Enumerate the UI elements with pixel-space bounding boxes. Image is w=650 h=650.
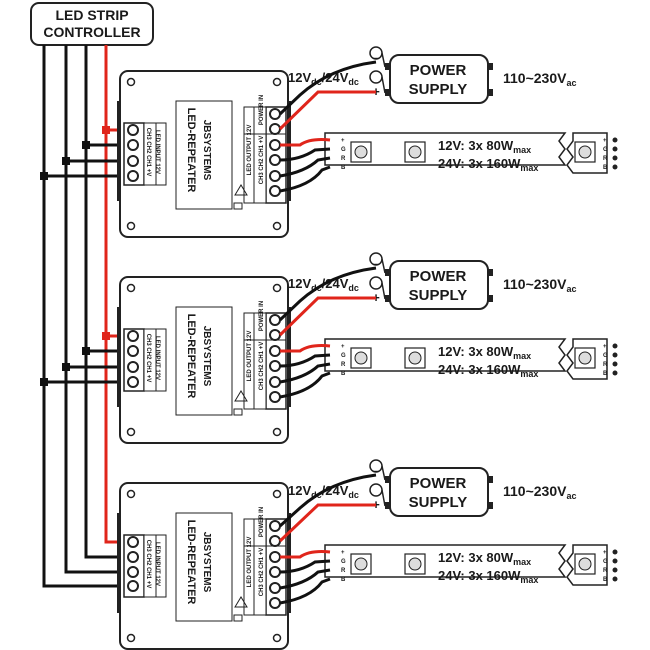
strip-wires-1 <box>279 138 331 193</box>
repeater-2-output-header: LED OUTPUT 12V <box>247 331 253 382</box>
led-strip-2-pin-b: B <box>341 371 346 377</box>
led-strip-2-pin-r: R <box>341 362 346 368</box>
led-strip-1-pin-r: R <box>341 156 346 162</box>
repeater-3-input-pins: CH3 CH2 CH1 +V <box>145 540 151 589</box>
led-strip-3-rating-24v: 24V: 3x 160Wmax <box>438 568 538 585</box>
led-strip-3-end-pin-r: R <box>603 568 608 574</box>
power-supply-1-plus: + <box>372 84 380 99</box>
repeater-1-input-terminals <box>127 124 139 182</box>
led-strip-3: 12V: 3x 80Wmax 24V: 3x 160Wmax + G R B +… <box>324 544 619 586</box>
repeater-2-power-label: POWER IN <box>259 301 265 331</box>
power-supply-1-minus: − <box>373 53 379 65</box>
power-supply-2-line2: SUPPLY <box>409 287 468 304</box>
repeater-2-output-terminals <box>269 314 281 403</box>
led-strip-2-rating-24v: 24V: 3x 160Wmax <box>438 362 538 379</box>
repeater-3-output-header: LED OUTPUT 12V <box>247 537 253 588</box>
power-supply-2: POWER SUPPLY − + 12Vdc/24Vdc 110~230Vac <box>288 252 576 310</box>
strip-wires-2 <box>279 344 331 399</box>
controller-label-line2: CONTROLLER <box>43 24 140 40</box>
power-supply-3-line2: SUPPLY <box>409 494 468 511</box>
strip-wires-3 <box>279 550 331 605</box>
repeater-3-input-header: LED INPUT 12V <box>154 542 160 586</box>
power-supply-1-line1: POWER <box>410 62 467 79</box>
repeater-3-output-pins: CH3 CH2 CH1 +V <box>259 548 265 597</box>
led-strip-2-end-pin-r: R <box>603 362 608 368</box>
repeater-3-brand: JBSYSTEMS <box>201 532 212 593</box>
led-strip-1-rating-12v: 12V: 3x 80Wmax <box>438 138 531 155</box>
led-strip-3-pin-b: B <box>341 577 346 583</box>
repeater-2-brand: JBSYSTEMS <box>201 326 212 387</box>
repeater-3-output-terminals <box>269 520 281 609</box>
led-strip-1-end-pin-g: G <box>603 147 608 153</box>
led-strip-2: 12V: 3x 80Wmax 24V: 3x 160Wmax + G R B +… <box>324 338 619 380</box>
repeater-unit-1: LED-REPEATER JBSYSTEMS LED INPUT 12V CH3… <box>116 70 292 238</box>
controller-label-line1: LED STRIP <box>55 7 128 23</box>
led-strip-1-end-pin-plus: + <box>603 138 607 144</box>
power-supply-3: POWER SUPPLY − + 12Vdc/24Vdc 110~230Vac <box>288 459 576 517</box>
repeater-1-name: LED-REPEATER <box>185 108 197 193</box>
led-strip-1-rating-24v: 24V: 3x 160Wmax <box>438 156 538 173</box>
led-strip-3-end-pin-g: G <box>603 559 608 565</box>
led-strip-2-end-pin-b: B <box>603 371 608 377</box>
repeater-2-name: LED-REPEATER <box>185 314 197 399</box>
repeater-3-input-terminals <box>127 536 139 592</box>
led-strip-1: 12V: 3x 80Wmax 24V: 3x 160Wmax + G R B +… <box>324 132 619 174</box>
psu-wires-3 <box>278 473 377 543</box>
repeater-3-power-label: POWER IN <box>259 507 265 537</box>
led-strip-1-pin-g: G <box>341 147 346 153</box>
led-strip-2-end-pin-g: G <box>603 353 608 359</box>
led-strip-2-rating-12v: 12V: 3x 80Wmax <box>438 344 531 361</box>
power-supply-2-minus: − <box>373 259 379 271</box>
psu-wires-1 <box>278 60 377 131</box>
led-strip-2-end-pin-plus: + <box>603 344 607 350</box>
repeater-2-input-header: LED INPUT 12V <box>154 336 160 380</box>
led-strip-controller: LED STRIP CONTROLLER <box>30 2 154 46</box>
power-supply-1-line2: SUPPLY <box>409 81 468 98</box>
ac-voltage-label-3: 110~230Vac <box>503 483 576 501</box>
repeater-1-brand: JBSYSTEMS <box>201 120 212 181</box>
led-strip-1-pin-plus: + <box>341 138 345 144</box>
power-supply-2-plus: + <box>372 290 380 305</box>
repeater-unit-2: LED-REPEATER JBSYSTEMS LED INPUT 12V CH3… <box>116 276 292 444</box>
repeater-unit-3: LED-REPEATER JBSYSTEMS LED INPUT 12V CH3… <box>116 482 292 650</box>
led-strip-3-rating-12v: 12V: 3x 80Wmax <box>438 550 531 567</box>
power-supply-3-minus: − <box>373 466 379 478</box>
repeater-1-output-pins: CH3 CH2 CH1 +V <box>259 136 265 185</box>
led-strip-2-pin-plus: + <box>341 344 345 350</box>
power-supply-3-line1: POWER <box>410 475 467 492</box>
repeater-1-power-label: POWER IN <box>259 95 265 125</box>
led-strip-1-end-pin-r: R <box>603 156 608 162</box>
controller-wires <box>40 45 123 588</box>
led-strip-3-pin-g: G <box>341 559 346 565</box>
led-strip-2-pin-g: G <box>341 353 346 359</box>
led-strip-3-end-pin-plus: + <box>603 550 607 556</box>
ac-voltage-label-1: 110~230Vac <box>503 70 576 88</box>
led-strip-1-end-pin-b: B <box>603 165 608 171</box>
power-supply-2-line1: POWER <box>410 268 467 285</box>
ac-voltage-label-2: 110~230Vac <box>503 276 576 294</box>
repeater-1-output-header: LED OUTPUT 12V <box>247 125 253 176</box>
repeater-3-name: LED-REPEATER <box>185 520 197 605</box>
psu-wires-2 <box>278 266 377 337</box>
power-supply-3-plus: + <box>372 497 380 512</box>
repeater-2-output-pins: CH3 CH2 CH1 +V <box>259 342 265 391</box>
repeater-2-input-pins: CH3 CH2 CH1 +V <box>145 334 151 383</box>
led-strip-3-pin-plus: + <box>341 550 345 556</box>
repeater-2-input-terminals <box>127 330 139 388</box>
led-strip-3-pin-r: R <box>341 568 346 574</box>
led-strip-3-end-pin-b: B <box>603 577 608 583</box>
led-strip-1-pin-b: B <box>341 165 346 171</box>
repeater-1-input-header: LED INPUT 12V <box>154 130 160 174</box>
repeater-1-input-pins: CH3 CH2 CH1 +V <box>145 128 151 177</box>
